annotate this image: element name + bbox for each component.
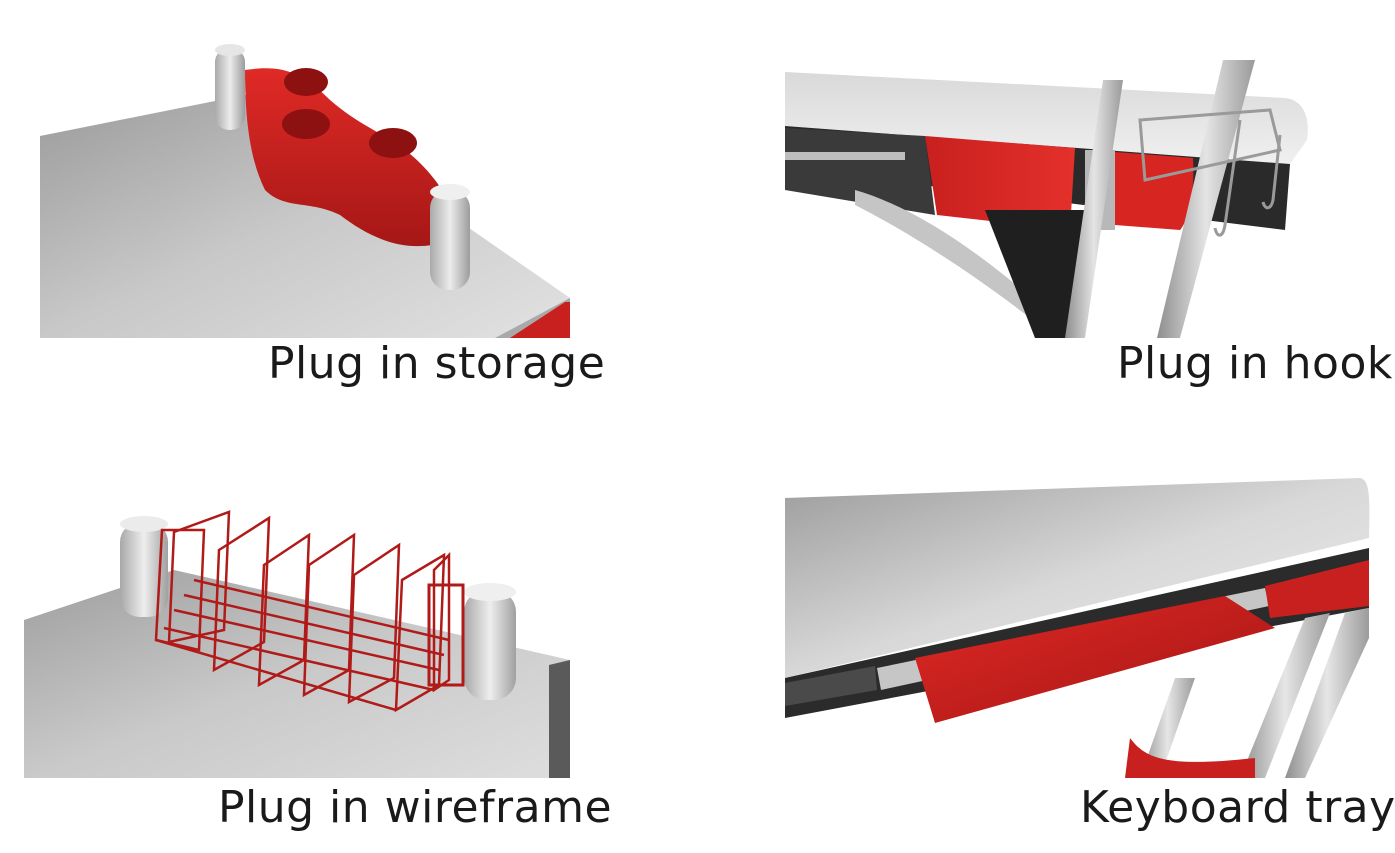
caption-keyboard: Keyboard tray [1080, 782, 1395, 833]
caption-hooks: Plug in hooks [1117, 338, 1395, 389]
keyboard-desk-image [785, 478, 1370, 778]
wireframe-render [24, 510, 570, 778]
storage-desk-image [40, 44, 570, 338]
caption-storage: Plug in storage [268, 338, 606, 389]
caption-wireframe: Plug in wireframe [218, 782, 613, 833]
hooks-render [785, 40, 1315, 338]
storage-render [40, 40, 570, 338]
hooks-desk-image [785, 60, 1308, 338]
wireframe-desk-image [24, 510, 570, 778]
keyboard-render [785, 478, 1370, 778]
